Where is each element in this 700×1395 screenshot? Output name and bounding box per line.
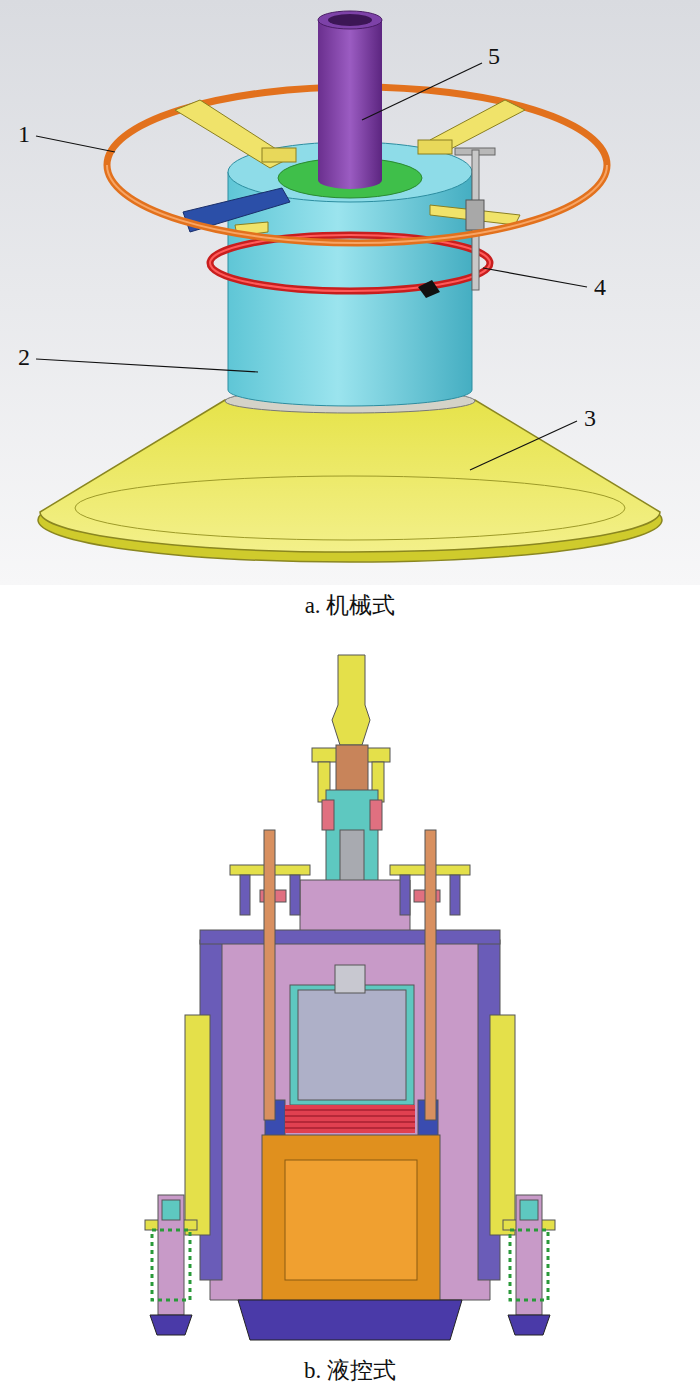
- subfigure-caption: b. 液控式: [304, 1358, 396, 1383]
- subfigure-caption: a. 机械式: [305, 593, 396, 618]
- callout-number: 4: [594, 274, 606, 300]
- callout-number: 5: [488, 43, 500, 69]
- callout-number: 2: [18, 344, 30, 370]
- callout-number: 1: [18, 121, 30, 147]
- callout-number: 3: [584, 405, 596, 431]
